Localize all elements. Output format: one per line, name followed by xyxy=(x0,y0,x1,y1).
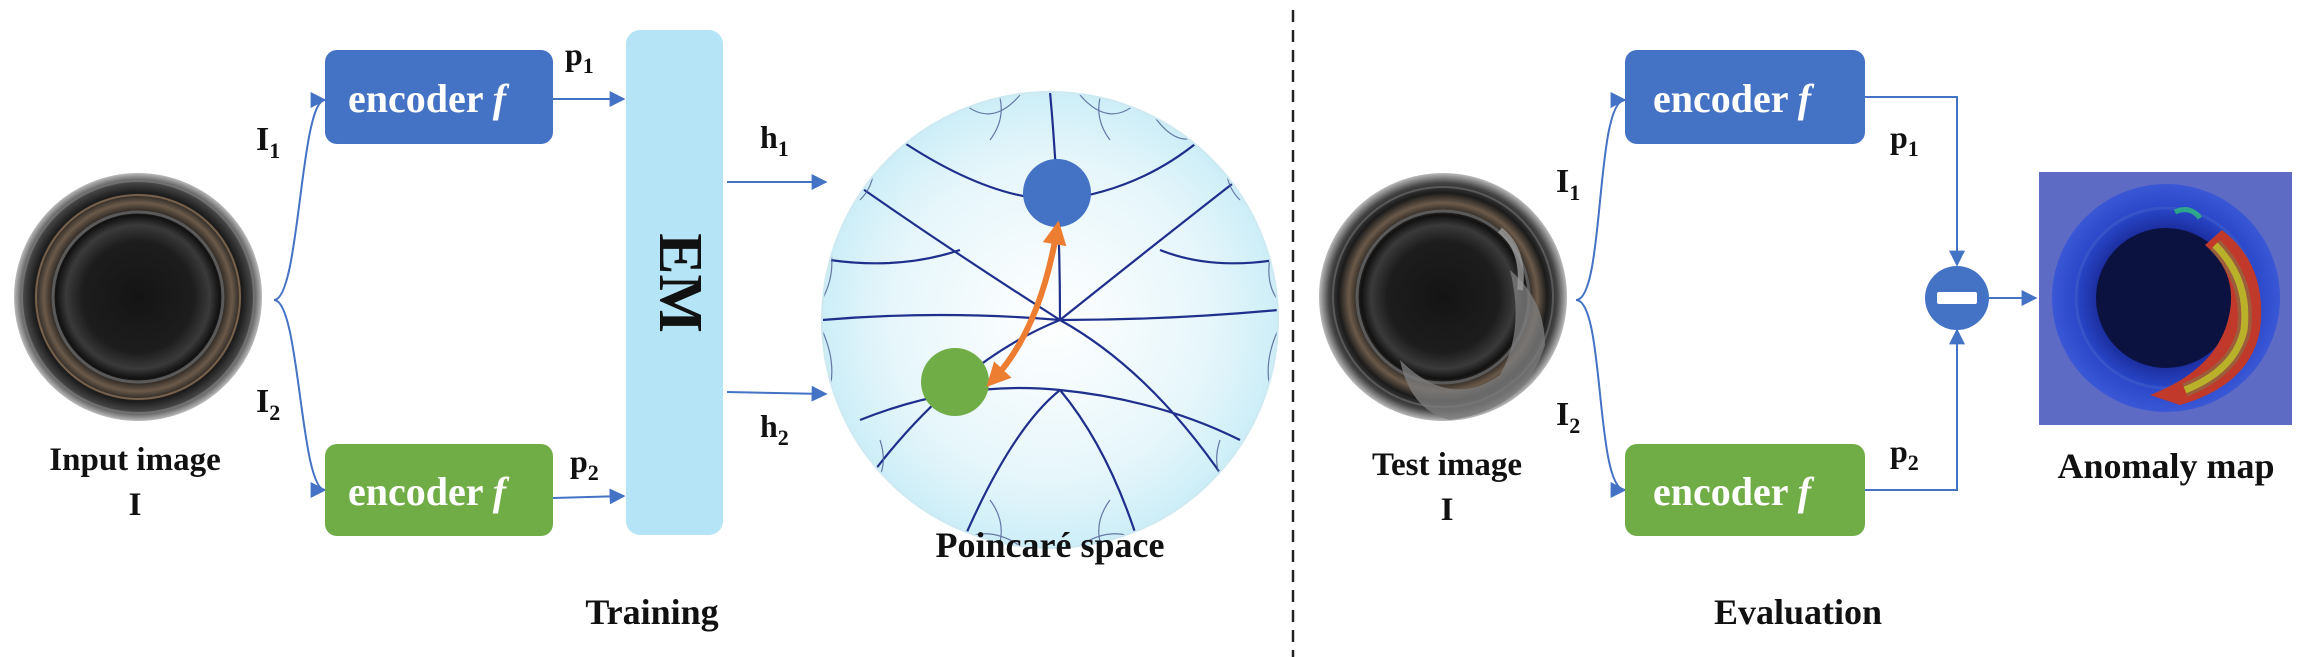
encoder-bottom-label: encoder f xyxy=(348,469,510,514)
input-image-symbol: I xyxy=(129,487,142,523)
minus-icon xyxy=(1937,292,1977,304)
eval-encoder-bottom-label: encoder f xyxy=(1653,469,1815,514)
encoder-top-box: encoder f xyxy=(325,50,553,144)
eval-p2-arrow xyxy=(1865,328,1965,491)
poincare-caption: Poincaré space xyxy=(936,525,1165,565)
eval-encoder-bottom-box: encoder f xyxy=(1625,444,1865,536)
subtract-operator xyxy=(1925,266,1989,330)
encoder-top-label: encoder f xyxy=(348,76,510,121)
embedding-point-h1 xyxy=(1023,159,1091,227)
eval-branch-label-i2: I2 xyxy=(1556,396,1580,438)
evaluation-caption: Evaluation xyxy=(1714,592,1882,632)
evaluation-section: Test image I I1 I2 encoder f encoder f p… xyxy=(1319,50,2292,632)
test-image-symbol: I xyxy=(1441,492,1454,528)
embedding-point-h2 xyxy=(921,348,989,416)
em-label: EM xyxy=(646,233,714,333)
eval-encoder-top-label: encoder f xyxy=(1653,76,1815,121)
em-block: EM xyxy=(626,30,723,535)
hyperbolic-distance-arrow xyxy=(986,220,1067,387)
h2-arrow xyxy=(726,385,828,402)
branch-label-i1: I1 xyxy=(256,121,280,163)
training-section: Input image I I1 I2 encoder f encoder f … xyxy=(14,30,1279,632)
input-image-caption: Input image xyxy=(49,442,220,478)
branch-arrow-bottom xyxy=(273,299,327,498)
eval-encoder-top-box: encoder f xyxy=(1625,50,1865,144)
anomaly-map-image xyxy=(2039,172,2292,425)
encoder-bottom-box: encoder f xyxy=(325,444,553,536)
anomaly-map-caption: Anomaly map xyxy=(2057,446,2274,486)
eval-p2-label: p2 xyxy=(1890,433,1919,475)
p1-label: p1 xyxy=(565,36,594,78)
eval-branch-arrow-bottom xyxy=(1575,299,1627,498)
p2-arrow xyxy=(552,488,626,505)
p2-label: p2 xyxy=(570,443,599,485)
h2-label: h2 xyxy=(760,408,789,450)
input-image xyxy=(14,173,262,421)
poincare-disk xyxy=(821,91,1279,549)
eval-p1-arrow xyxy=(1865,96,1965,267)
branch-label-i2: I2 xyxy=(256,383,280,425)
eval-branch-arrow-top xyxy=(1575,92,1627,301)
test-image xyxy=(1319,173,1567,421)
eval-branch-label-i1: I1 xyxy=(1556,163,1580,205)
test-image-caption: Test image xyxy=(1372,447,1522,483)
branch-arrow-top xyxy=(273,92,327,301)
eval-p1-label: p1 xyxy=(1890,119,1919,161)
training-caption: Training xyxy=(585,592,718,632)
h1-label: h1 xyxy=(760,119,789,161)
